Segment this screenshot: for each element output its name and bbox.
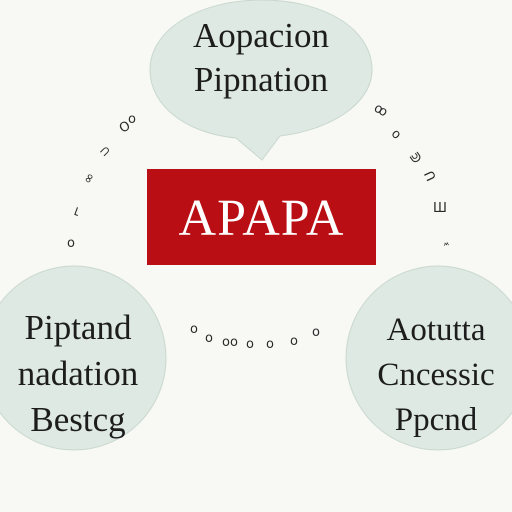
left-bubble	[0, 265, 167, 451]
connector-glyph-left: o	[67, 236, 75, 251]
left-bubble-text: Piptand nadation Bestcg	[0, 305, 164, 443]
right-bubble	[345, 265, 512, 451]
top-bubble	[149, 0, 373, 161]
connector-glyph-right: Ш	[433, 201, 447, 216]
right-bubble-line: Aotutta	[386, 312, 486, 348]
connector-glyph-left: o	[128, 112, 136, 127]
top-bubble-text: Aopacion Pipnation	[150, 14, 372, 102]
connector-glyph-bottom: o	[190, 322, 198, 337]
top-bubble-line: Pipnation	[193, 60, 329, 99]
center-label: APAPA	[178, 189, 345, 247]
top-bubble-line: Aopacion	[192, 16, 330, 55]
center-box: APAPA	[147, 169, 376, 265]
left-bubble-line: Bestcg	[30, 400, 126, 439]
connector-glyph-bottom: o	[205, 331, 213, 346]
right-bubble-line: Cncessic	[377, 357, 495, 393]
connector-glyph-bottom: o	[312, 325, 320, 340]
connector-glyph-bottom: o	[246, 337, 254, 352]
connector-glyph-bottom: oo	[222, 335, 238, 350]
left-bubble-line: Piptand	[24, 308, 132, 347]
left-bubble-line: nadation	[17, 354, 139, 393]
right-bubble-line: Ppcnd	[394, 402, 478, 438]
connector-glyph-bottom: o	[266, 337, 274, 352]
right-bubble-text: Aotutta Cncessic Ppcnd	[346, 308, 512, 443]
connector-glyph-bottom: o	[290, 334, 298, 349]
